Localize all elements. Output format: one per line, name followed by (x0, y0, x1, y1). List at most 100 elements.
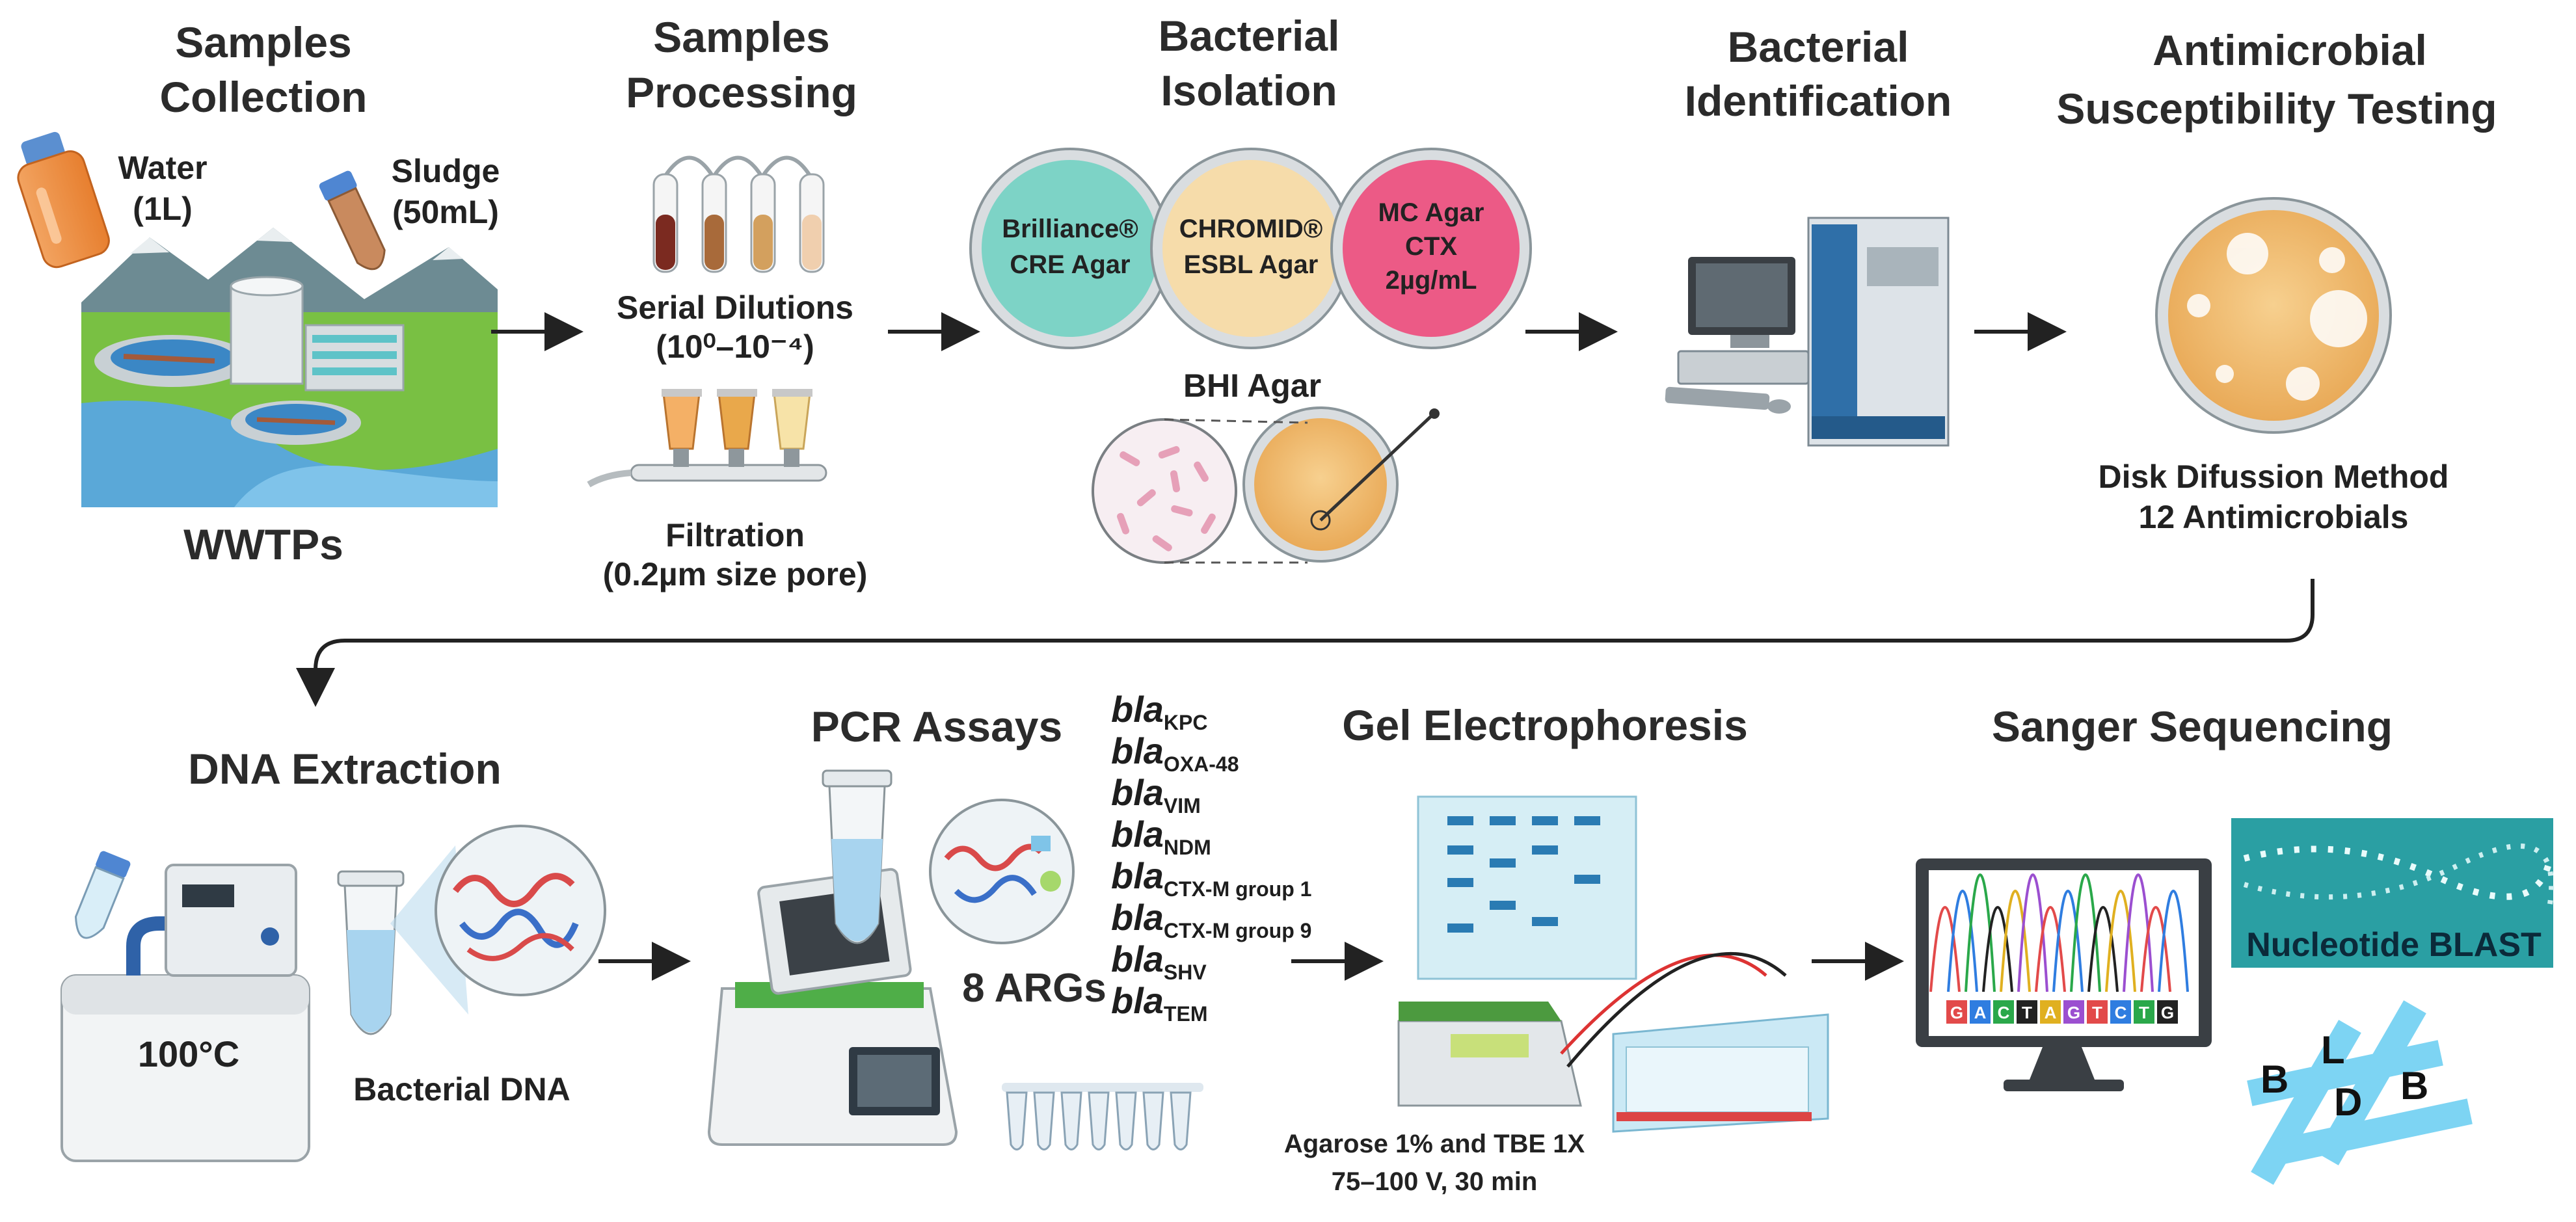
wwtp-label: WWTPs (183, 520, 343, 568)
water-label: Water (118, 150, 207, 186)
esbl-plate-line1: CHROMID® (1179, 215, 1323, 243)
filtration-label: Filtration (665, 517, 805, 553)
sludge-volume: (50mL) (392, 194, 499, 230)
pcr-tube-icon (822, 769, 1075, 944)
gene-item: blaKPC (1111, 689, 1207, 734)
bldb-letter-1: B (2261, 1057, 2288, 1101)
cre-plate-line2: CRE Agar (1010, 250, 1130, 279)
gene-item: blaTEM (1111, 980, 1207, 1026)
gel-title: Gel Electrophoresis (1342, 701, 1748, 749)
chromatogram-peak (2052, 890, 2084, 992)
esbl-agar-plate: CHROMID® ESBL Agar (1150, 148, 1352, 349)
sludge-label: Sludge (392, 153, 500, 189)
gene-base: bla (1111, 814, 1164, 855)
step-gel-electrophoresis: Gel Electrophoresis (1284, 701, 1829, 1196)
base-box (2087, 1000, 2108, 1024)
base-box (2110, 1000, 2131, 1024)
ast-title-line1: Antimicrobial (2153, 26, 2427, 74)
identification-title-line2: Identification (1685, 77, 1952, 125)
gene-base: bla (1111, 938, 1164, 979)
gene-subscript: KPC (1164, 711, 1208, 734)
chromatogram-peak (1947, 890, 1978, 992)
sanger-title: Sanger Sequencing (1992, 702, 2393, 750)
base-box (2063, 1000, 2084, 1024)
gene-item: blaCTX-M group 9 (1111, 897, 1311, 942)
bacterial-dna-label: Bacterial DNA (353, 1071, 570, 1108)
ast-title-line2: Susceptibility Testing (2056, 85, 2497, 133)
dna-extraction-title: DNA Extraction (188, 745, 502, 793)
base-letter: T (2092, 1003, 2102, 1022)
gene-subscript: CTX-M group 9 (1164, 919, 1312, 942)
gene-subscript: OXA-48 (1164, 752, 1239, 776)
base-letter: A (2045, 1003, 2057, 1022)
gene-item: blaOXA-48 (1111, 730, 1239, 776)
electrophoresis-apparatus-icon (1397, 951, 1829, 1133)
pore-size: (0.2µm size pore) (603, 556, 868, 592)
bhi-plate-microscope-view (1092, 406, 1440, 564)
maldi-tof-instrument-icon (1665, 217, 1950, 447)
heat-block-temperature: 100°C (138, 1033, 239, 1074)
water-volume: (1L) (133, 191, 193, 227)
gene-item: blaSHV (1111, 938, 1207, 984)
gene-subscript: VIM (1164, 794, 1201, 817)
chromatogram-peak (2087, 906, 2119, 992)
identification-title-line1: Bacterial (1728, 23, 1909, 71)
gene-base: bla (1111, 772, 1164, 813)
gene-subscript: NDM (1164, 836, 1211, 859)
filtration-manifold-icon (587, 389, 827, 488)
ast-method: Disk Difussion Method (2099, 458, 2449, 495)
step-antimicrobial-susceptibility: Antimicrobial Susceptibility Testing Dis… (2056, 26, 2497, 535)
nucleotide-blast-logo: Nucleotide BLAST (2231, 818, 2555, 968)
gene-base: bla (1111, 689, 1164, 730)
processing-title-line1: Samples (653, 13, 829, 61)
mc-plate-line3: 2µg/mL (1386, 266, 1477, 295)
wastewater-plant-illustration (81, 228, 498, 507)
bhi-agar-label: BHI Agar (1183, 367, 1321, 404)
ast-antimicrobial-count: 12 Antimicrobials (2139, 499, 2409, 535)
pcr-strip-tubes-icon (1002, 1083, 1203, 1150)
mc-plate-line2: CTX (1405, 232, 1457, 261)
nucleotide-blast-label: Nucleotide BLAST (2246, 926, 2542, 964)
dna-tube-icon (337, 825, 606, 1035)
isolation-title-line2: Isolation (1161, 66, 1337, 114)
chromatogram-peak (1982, 906, 2013, 992)
gene-base: bla (1111, 730, 1164, 771)
serial-dilutions-label: Serial Dilutions (617, 289, 853, 326)
gel-conditions-line1: Agarose 1% and TBE 1X (1284, 1130, 1585, 1158)
sludge-tube-icon (319, 170, 386, 271)
base-box (1993, 1000, 2014, 1024)
collection-title-line2: Collection (159, 73, 367, 121)
gene-item: blaCTX-M group 1 (1111, 855, 1311, 901)
pcr-title: PCR Assays (811, 702, 1062, 750)
gene-base: bla (1111, 855, 1164, 896)
heat-block-icon (60, 864, 310, 1162)
thermocycler-icon (707, 868, 958, 1146)
gel-conditions-line2: 75–100 V, 30 min (1332, 1167, 1538, 1196)
chromatogram-peak (2000, 890, 2031, 992)
cre-agar-plate: Brilliance® CRE Agar (969, 148, 1171, 349)
bldb-letter-2: L (2321, 1028, 2345, 1072)
base-box (1946, 1000, 1967, 1024)
gene-subscript: SHV (1164, 961, 1207, 984)
esbl-plate-line2: ESBL Agar (1184, 250, 1319, 279)
disk-diffusion-plate (2155, 197, 2392, 434)
base-box (2134, 1000, 2154, 1024)
gene-subscript: CTX-M group 1 (1164, 877, 1312, 901)
base-letter: T (2022, 1003, 2032, 1022)
base-box (2157, 1000, 2178, 1024)
gene-base: bla (1111, 897, 1164, 938)
step-dna-extraction: DNA Extraction 100°C Bacterial DNA (60, 745, 606, 1162)
step-samples-processing: Samples Processing Serial Dilutions (10⁰… (587, 13, 868, 592)
gene-item: blaNDM (1111, 814, 1211, 859)
serial-dilution-tubes-icon (652, 155, 825, 273)
step-bacterial-identification: Bacterial Identification (1665, 23, 1952, 447)
base-letter: G (1950, 1003, 1963, 1022)
base-letter: T (2139, 1003, 2149, 1022)
base-letter: C (2115, 1003, 2127, 1022)
bldb-letter-3: D (2334, 1080, 2362, 1124)
chromatogram-peak (2105, 890, 2136, 992)
